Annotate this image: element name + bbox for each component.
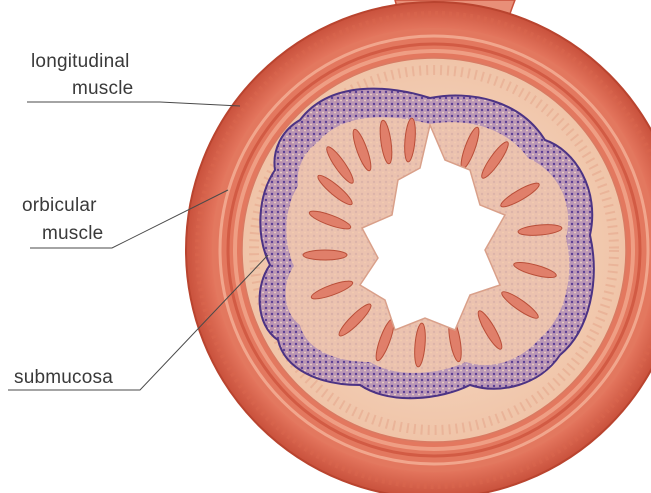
leader-line-longitudinal	[27, 102, 240, 106]
label-longitudinal-muscle-line1: longitudinal	[31, 50, 130, 73]
villus	[303, 250, 347, 260]
label-orbicular-muscle-line2: muscle	[42, 222, 103, 245]
label-longitudinal-muscle-line2: muscle	[72, 77, 133, 100]
label-submucosa: submucosa	[14, 366, 113, 389]
label-orbicular-muscle-line1: orbicular	[22, 194, 97, 217]
